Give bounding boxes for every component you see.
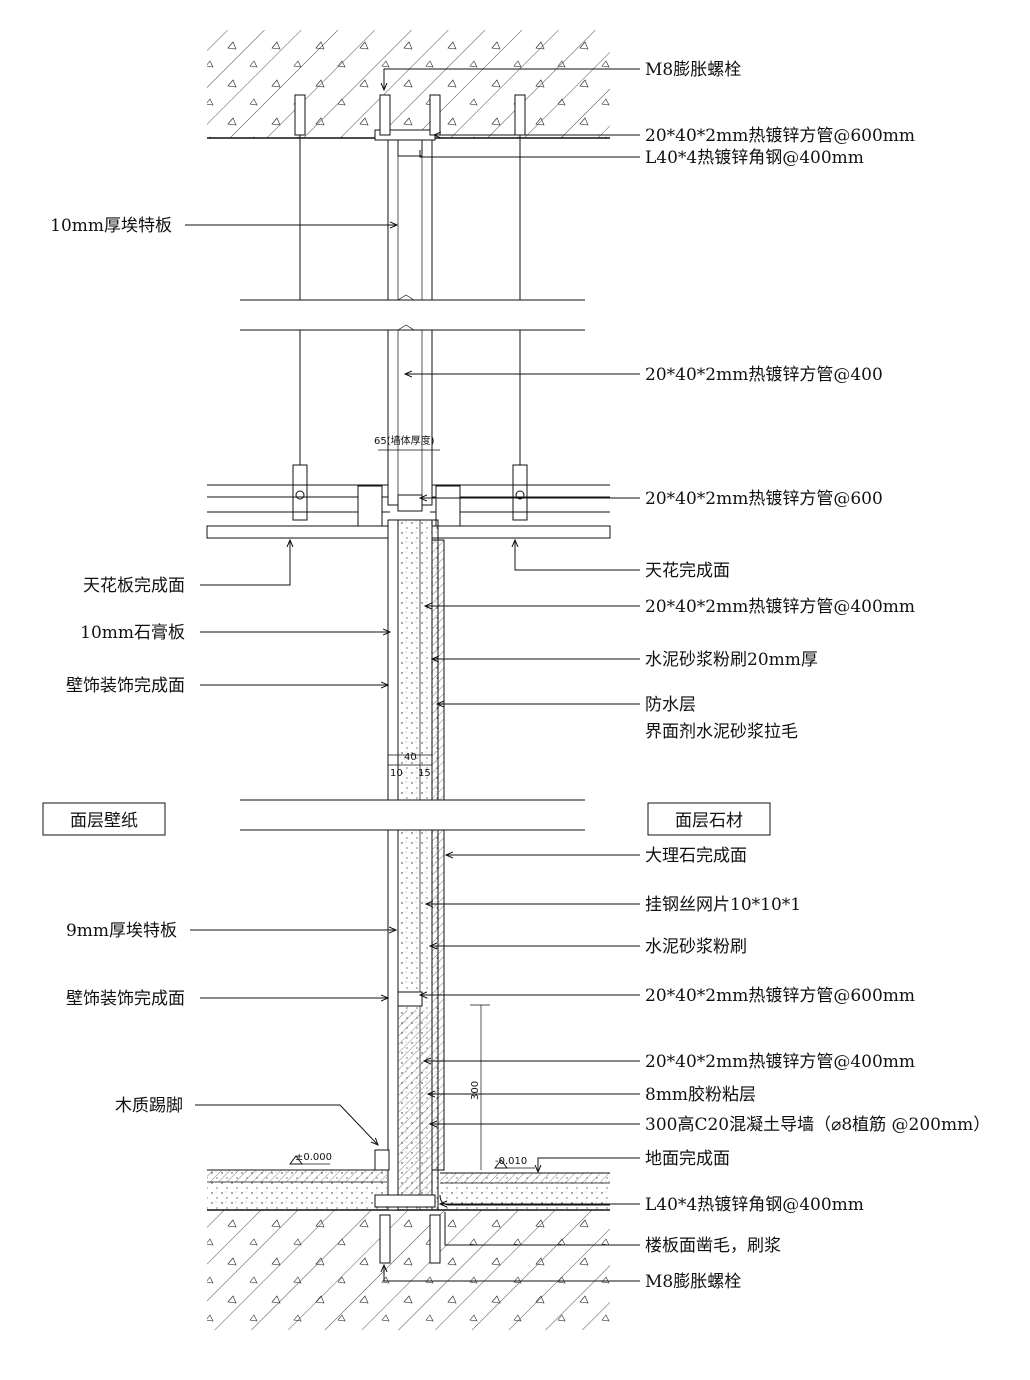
label-gypsum-board: 10mm石膏板 [80, 622, 185, 643]
dimension-lines [289, 449, 535, 1170]
dim-10: 10 [390, 768, 403, 779]
label-m8-bolt-top: M8膨胀螺栓 [645, 60, 741, 80]
label-cement-plaster: 水泥砂浆粉刷 [645, 937, 747, 957]
label-slab-roughen: 楼板面凿毛，刷浆 [645, 1236, 781, 1256]
top-slab [207, 30, 610, 139]
label-m8-bolt-bottom: M8膨胀螺栓 [645, 1272, 741, 1292]
dim-300: 300 [470, 1081, 481, 1100]
label-tube-600mm-b: 20*40*2mm热镀锌方管@600mm [645, 986, 915, 1006]
label-tube-600mm-top: 20*40*2mm热镀锌方管@600mm [645, 126, 915, 146]
label-angle-steel-top: L40*4热镀锌角钢@400mm [645, 148, 864, 168]
stone-box-label: 面层石材 [675, 811, 743, 831]
level-left: ±0.000 [295, 1152, 332, 1163]
label-wall-finish-b: 壁饰装饰完成面 [66, 989, 185, 1009]
label-wire-mesh: 挂钢丝网片10*10*1 [645, 895, 801, 915]
label-adhesive-8mm: 8mm胶粉粘层 [645, 1085, 756, 1105]
right-leaders [384, 68, 640, 1282]
label-wall-finish-a: 壁饰装饰完成面 [66, 676, 185, 696]
label-waterproof: 防水层 [645, 695, 696, 715]
ceiling-hangers [292, 94, 528, 521]
label-tube-400: 20*40*2mm热镀锌方管@400 [645, 365, 883, 385]
label-cement-20mm: 水泥砂浆粉刷20mm厚 [645, 650, 818, 670]
stone-box [647, 802, 771, 836]
label-tube-400mm-a: 20*40*2mm热镀锌方管@400mm [645, 597, 915, 617]
bottom-slab [207, 1209, 610, 1330]
label-tube-600: 20*40*2mm热镀锌方管@600 [645, 489, 883, 509]
dim-wall-thickness: 65(墙体厚度) [374, 434, 435, 447]
label-9mm-eternit: 9mm厚埃特板 [66, 921, 177, 941]
wallpaper-box-label: 面层壁纸 [70, 811, 138, 831]
label-marble-finish: 大理石完成面 [645, 846, 747, 866]
label-ceiling-finish-right: 天花完成面 [645, 561, 730, 581]
label-10mm-eternit: 10mm厚埃特板 [50, 216, 172, 236]
label-ceiling-finish-left: 天花板完成面 [83, 576, 185, 596]
level-right: -0.010 [495, 1156, 527, 1167]
main-wall [374, 519, 445, 1264]
dim-40: 40 [404, 752, 417, 763]
left-leaders [185, 225, 397, 1145]
ceiling-framing [206, 484, 611, 539]
label-floor-finish: 地面完成面 [645, 1149, 730, 1169]
label-tube-400mm-b: 20*40*2mm热镀锌方管@400mm [645, 1052, 915, 1072]
label-guide-wall: 300高C20混凝土导墙（⌀8植筋 @200mm） [645, 1115, 990, 1135]
dim-15: 15 [418, 768, 431, 779]
wallpaper-box [42, 802, 166, 836]
label-angle-steel-bottom: L40*4热镀锌角钢@400mm [645, 1195, 864, 1215]
label-interface-agent: 界面剂水泥砂浆拉毛 [645, 722, 798, 742]
break-lines [240, 294, 585, 831]
label-wood-skirting: 木质踢脚 [115, 1096, 183, 1116]
